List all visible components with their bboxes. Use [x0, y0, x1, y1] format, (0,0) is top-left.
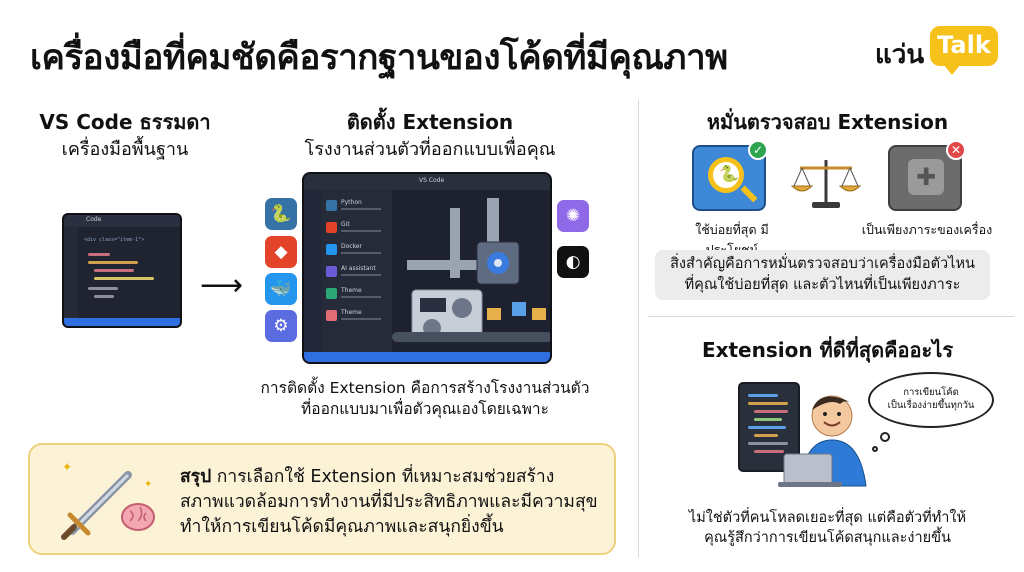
install-caption-line2: ที่ออกแบบมาเพื่อตัวคุณเองโดยเฉพาะ: [301, 400, 549, 418]
thought-line1: การเขียนโค้ด: [903, 387, 959, 398]
extension-list-item[interactable]: Git: [326, 220, 388, 236]
editor-title: VS Code: [419, 177, 445, 184]
best-extension-heading: Extension ที่ดีที่สุดคืออะไร: [701, 338, 954, 362]
code-line: [88, 253, 110, 256]
figma-icon: ◐: [557, 246, 589, 278]
extension-list-item[interactable]: AI assistant: [326, 264, 388, 280]
extension-name: Git: [341, 221, 350, 228]
brand-logo: แว่น Talk: [875, 26, 1005, 78]
code-line: [94, 269, 134, 272]
settings-gear-icon: ⚙: [265, 310, 297, 342]
page-title: เครื่องมือที่คมชัดคือรากฐานของโค้ดที่มีค…: [30, 38, 728, 78]
editor-title: Code: [86, 216, 102, 223]
best-extension-caption-line1: ไม่ใช่ตัวที่คนโหลดเยอะที่สุด แต่คือตัวที…: [688, 510, 967, 526]
python-icon: 🐍: [719, 164, 739, 183]
factory-illustration: [392, 198, 550, 342]
vertical-divider: [638, 100, 639, 558]
best-extension-caption-line2: คุณรู้สึกว่าการเขียนโค้ดสนุกและง่ายขึ้น: [704, 530, 951, 546]
extension-icon: [326, 310, 337, 321]
install-caption-line1: การติดตั้ง Extension คือการสร้างโรงงานส่…: [260, 379, 590, 397]
editor-activity-bar: [304, 190, 322, 362]
horizontal-divider: [648, 316, 1014, 317]
plain-editor-illustration: Code <div class="item-1">: [62, 213, 182, 328]
extension-list-item[interactable]: Python: [326, 198, 388, 214]
logo-text: แว่น: [875, 40, 925, 70]
vscode-heading: VS Code ธรรมดา: [39, 110, 211, 134]
editor-activity-bar: [64, 227, 78, 326]
review-heading: หมั่นตรวจสอบ Extension: [706, 110, 949, 134]
editor-statusbar: [304, 352, 550, 362]
extension-icon: [326, 222, 337, 233]
thought-dot: [872, 446, 878, 452]
close-icon: ✕: [946, 140, 966, 160]
summary-text: สรุป การเลือกใช้ Extension ที่เหมาะสมช่ว…: [180, 465, 598, 540]
editor-statusbar: [64, 318, 180, 326]
code-line: [88, 261, 138, 264]
review-note-line1: สิ่งสำคัญคือการหมั่นตรวจสอบว่าเครื่องมือ…: [670, 256, 975, 272]
vscode-subheading: เครื่องมือพื้นฐาน: [61, 139, 189, 160]
summary-box: ✦ ✦ สรุป การเลือกใช้ Extension ที่เหมาะส…: [28, 443, 616, 555]
burden-label: เป็นเพียงภาระของเครื่อง: [861, 222, 993, 237]
happy-developer-illustration: [778, 395, 867, 487]
code-line: [94, 277, 154, 280]
extension-name: Theme: [341, 287, 362, 294]
summary-line2: สภาพแวดล้อมการทำงานที่มีประสิทธิภาพและมี…: [180, 492, 598, 512]
extension-icon: [326, 266, 337, 277]
extension-list-item[interactable]: Theme: [326, 308, 388, 324]
thought-dot: [880, 432, 890, 442]
extension-name: Theme: [341, 309, 362, 316]
logo-speech-bubble: Talk: [930, 26, 998, 75]
code-line: [88, 287, 118, 290]
summary-label: สรุป: [180, 467, 212, 487]
docker-icon: 🐳: [265, 273, 297, 305]
extension-list-item[interactable]: Theme: [326, 286, 388, 302]
magnifier-icon: 🐍: [708, 157, 744, 193]
ai-assistant-icon: ✺: [557, 200, 589, 232]
extension-icon: [326, 244, 337, 255]
sword-brain-illustration: ✦ ✦: [61, 460, 155, 540]
install-heading: ติดตั้ง Extension: [346, 110, 514, 134]
thought-bubble: การเขียนโค้ด เป็นเรื่องง่ายขึ้นทุกวัน: [868, 372, 994, 428]
extension-name: Docker: [341, 243, 363, 250]
right-arrow-icon: ⟶: [200, 268, 244, 303]
sword-icon: [61, 471, 132, 540]
review-note: สิ่งสำคัญคือการหมั่นตรวจสอบว่าเครื่องมือ…: [655, 250, 990, 300]
logo-bubble-text: Talk: [937, 31, 991, 59]
brain-icon: [121, 503, 155, 531]
extension-icon: [326, 288, 337, 299]
useful-extension-card: 🐍: [692, 145, 766, 211]
extension-name: AI assistant: [341, 265, 376, 272]
extension-name: Python: [341, 199, 362, 206]
svg-text:✦: ✦: [62, 460, 72, 474]
git-icon: ◆: [265, 236, 297, 268]
thought-line2: เป็นเรื่องง่ายขึ้นทุกวัน: [887, 400, 975, 411]
editor-titlebar: Code: [64, 215, 180, 227]
python-icon: 🐍: [265, 198, 297, 230]
editor-titlebar: VS Code: [304, 174, 550, 190]
extension-list-item[interactable]: Docker: [326, 242, 388, 258]
install-subheading: โรงงานส่วนตัวที่ออกแบบเพื่อคุณ: [304, 139, 556, 160]
puzzle-piece-icon: ✚: [908, 159, 944, 195]
summary-line3: ทำให้การเขียนโค้ดมีคุณภาพและสนุกยิ่งขึ้น: [180, 517, 504, 537]
balance-scale-icon: [790, 160, 862, 208]
svg-text:✦: ✦: [144, 479, 152, 490]
summary-line1: การเลือกใช้ Extension ที่เหมาะสมช่วยสร้า…: [211, 467, 555, 487]
check-icon: ✓: [748, 140, 768, 160]
extension-icon: [326, 200, 337, 211]
editor-code-line: <div class="item-1">: [84, 237, 145, 243]
code-line: [94, 295, 114, 298]
review-note-line2: ที่คุณใช้บ่อยที่สุด และตัวไหนที่เป็นเพีย…: [684, 277, 961, 293]
